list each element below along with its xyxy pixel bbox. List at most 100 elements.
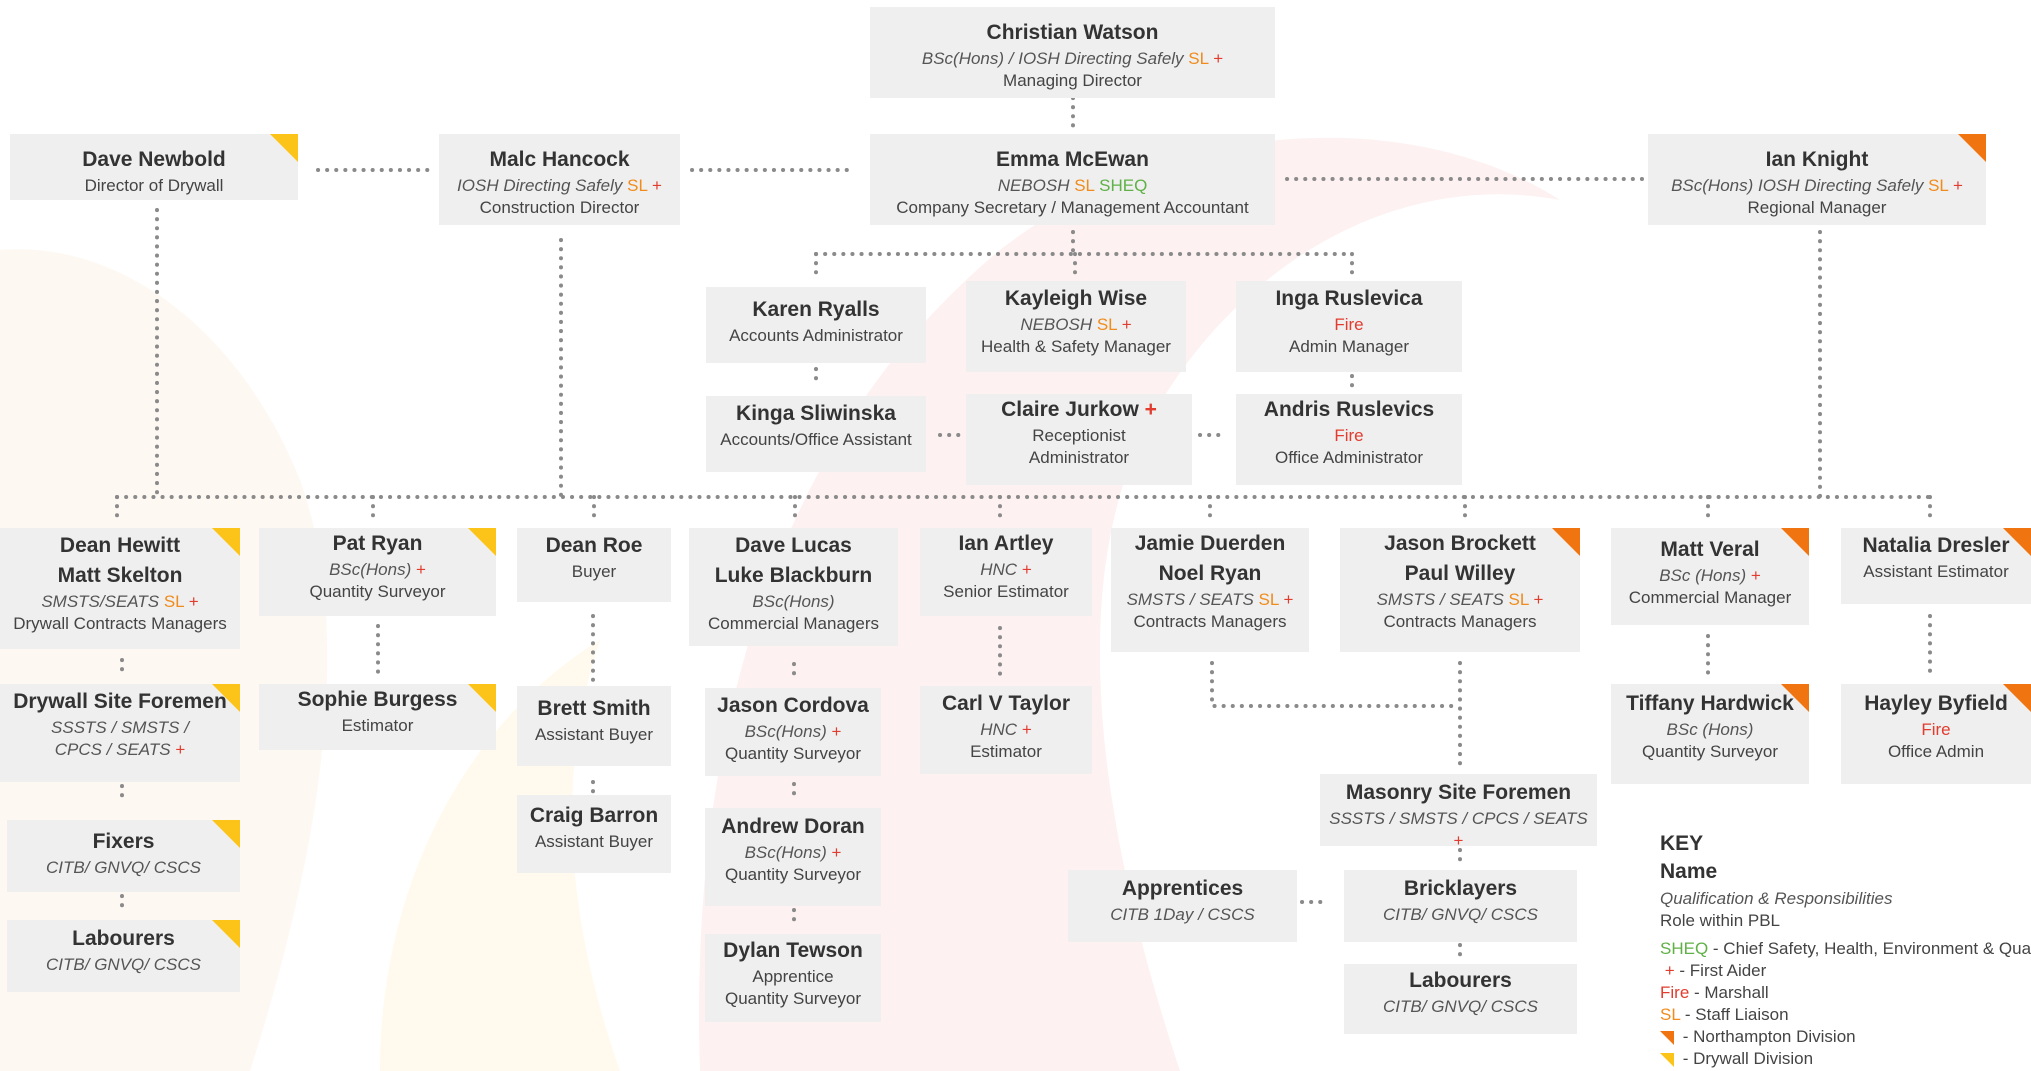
person-name: Inga Ruslevica [1275, 287, 1423, 310]
person-brett-smith: Brett Smith Assistant Buyer [517, 686, 671, 766]
sl-tag: SL [1074, 176, 1095, 195]
sl-desc: - Staff Liaison [1680, 1005, 1789, 1024]
person-tiffany-hardwick: Tiffany Hardwick BSc (Hons) Quantity Sur… [1611, 684, 1809, 784]
first-aider-tag: + [1533, 590, 1544, 609]
person-dylan-tewson: Dylan Tewson Apprentice Quantity Surveyo… [705, 934, 881, 1022]
qualification: IOSH Directing Safely [457, 176, 623, 195]
person-name: Ian Artley [958, 532, 1054, 555]
sl-tag: SL [1258, 590, 1279, 609]
drywall-division-marker [468, 528, 496, 556]
role: Drywall Contracts Managers [13, 614, 227, 633]
person-christian-watson: Christian Watson BSc(Hons) / IOSH Direct… [870, 7, 1275, 98]
sl-tag: SL [1096, 315, 1118, 334]
qualification: SMSTS/SEATS [41, 592, 160, 611]
northampton-division-marker [1958, 134, 1986, 162]
person-dave-lucas-luke-blackburn: Dave Lucas Luke Blackburn BSc(Hons) Comm… [689, 528, 898, 646]
qualification: BSc(Hons) [744, 843, 827, 862]
key-drywall: - Drywall Division [1660, 1048, 2031, 1070]
person-emma-mcewan: Emma McEwan NEBOSH SL SHEQ Company Secre… [870, 134, 1275, 225]
first-aider-tag: + [415, 560, 426, 579]
person-name: Dylan Tewson [723, 939, 863, 962]
first-aider-tag: + [1021, 720, 1032, 739]
key-northampton: - Northampton Division [1660, 1026, 2031, 1048]
role: Assistant Estimator [1863, 562, 2009, 581]
qualification: BSc(Hons) / IOSH Directing Safely [921, 49, 1184, 68]
sl-tag: SL [1508, 590, 1529, 609]
role: Senior Estimator [943, 582, 1069, 601]
qualification: SMSTS / SEATS [1376, 590, 1504, 609]
drywall-division-marker [212, 820, 240, 848]
fire-code: Fire [1660, 983, 1690, 1002]
person-name: Jamie Duerden [1134, 532, 1286, 555]
northampton-division-marker [2003, 528, 2031, 556]
person-name: Claire Jurkow [1001, 398, 1139, 421]
person-jason-brockett-paul-willey: Jason Brockett Paul Willey SMSTS / SEATS… [1340, 528, 1580, 652]
person-name-2: Noel Ryan [1158, 562, 1262, 585]
person-andris-ruslevics: Andris Ruslevics Fire Office Administrat… [1236, 394, 1462, 485]
person-sophie-burgess: Sophie Burgess Estimator [259, 684, 496, 750]
drywall-division-marker [468, 684, 496, 712]
first-aider-tag: + [1750, 566, 1761, 585]
group-name: Bricklayers [1403, 877, 1518, 900]
first-aider-tag: + [1283, 590, 1294, 609]
person-name: Karen Ryalls [752, 298, 880, 321]
drywall-division-marker [270, 134, 298, 162]
first-aider-tag: + [175, 740, 186, 759]
person-natalia-dresler: Natalia Dresler Assistant Estimator [1841, 528, 2031, 604]
person-name: Dave Lucas [735, 534, 852, 557]
person-name: Matt Veral [1660, 538, 1760, 561]
fire-marshall-tag: Fire [1334, 426, 1364, 445]
first-aider-tag: + [1453, 831, 1464, 850]
person-pat-ryan: Pat Ryan BSc(Hons) + Quantity Surveyor [259, 528, 496, 616]
person-jason-cordova: Jason Cordova BSc(Hons) + Quantity Surve… [705, 688, 881, 776]
person-matt-veral: Matt Veral BSc (Hons) + Commercial Manag… [1611, 528, 1809, 625]
group-labourers-drywall: Labourers CITB/ GNVQ/ CSCS [7, 920, 240, 992]
group-name: Labourers [1409, 969, 1512, 992]
person-name: Hayley Byfield [1864, 692, 2008, 715]
person-dean-hewitt-matt-skelton: Dean Hewitt Matt Skelton SMSTS/SEATS SL … [0, 528, 240, 649]
northampton-division-marker [1552, 528, 1580, 556]
sheq-desc: - Chief Safety, Health, Environment & Qu… [1708, 939, 2031, 958]
person-claire-jurkow: Claire Jurkow + Receptionist Administrat… [966, 394, 1192, 485]
qualification: CITB/ GNVQ/ CSCS [46, 858, 201, 877]
person-name: Sophie Burgess [297, 688, 458, 711]
role: Commercial Manager [1628, 588, 1792, 607]
role: Contracts Managers [1133, 612, 1287, 631]
first-aider-tag: + [652, 176, 662, 195]
role: Quantity Surveyor [724, 744, 862, 763]
northampton-division-icon [1660, 1030, 1674, 1045]
role: Estimator [341, 716, 414, 735]
role: Assistant Buyer [534, 832, 654, 851]
person-name: Pat Ryan [332, 532, 423, 555]
person-name: Jason Cordova [717, 694, 869, 717]
drywall-division-icon [1660, 1052, 1674, 1067]
person-name: Kayleigh Wise [1004, 287, 1148, 310]
person-kayleigh-wise: Kayleigh Wise NEBOSH SL + Health & Safet… [966, 281, 1186, 372]
role-line-2: Quantity Surveyor [724, 989, 862, 1008]
person-name: Andrew Doran [721, 815, 865, 838]
role: Director of Drywall [84, 176, 224, 195]
qualification: CITB 1Day / CSCS [1110, 905, 1255, 924]
qualification: BSc(Hons) [329, 560, 412, 579]
group-name: Masonry Site Foremen [1345, 781, 1572, 804]
person-name: Brett Smith [537, 697, 651, 720]
sl-tag: SL [1188, 49, 1209, 68]
person-kinga-sliwinska: Kinga Sliwinska Accounts/Office Assistan… [706, 396, 926, 472]
qualification-line-2: CPCS / SEATS [54, 740, 171, 759]
person-carl-v-taylor: Carl V Taylor HNC + Estimator [920, 686, 1092, 774]
role: Regional Manager [1747, 198, 1887, 217]
group-apprentices: Apprentices CITB 1Day / CSCS [1068, 870, 1297, 942]
role: Office Admin [1887, 742, 1985, 761]
person-name: Dean Roe [545, 534, 643, 557]
person-name: Carl V Taylor [942, 692, 1070, 715]
qualification: CITB/ GNVQ/ CSCS [46, 955, 201, 974]
role: Company Secretary / Management Accountan… [896, 198, 1249, 217]
person-andrew-doran: Andrew Doran BSc(Hons) + Quantity Survey… [705, 808, 881, 906]
group-fixers: Fixers CITB/ GNVQ/ CSCS [7, 820, 240, 892]
role: Quantity Surveyor [1641, 742, 1779, 761]
person-name-2: Matt Skelton [57, 564, 183, 587]
sheq-tag: SHEQ [1099, 176, 1148, 195]
role: Estimator [970, 742, 1042, 761]
person-jamie-duerden-noel-ryan: Jamie Duerden Noel Ryan SMSTS / SEATS SL… [1111, 528, 1309, 652]
